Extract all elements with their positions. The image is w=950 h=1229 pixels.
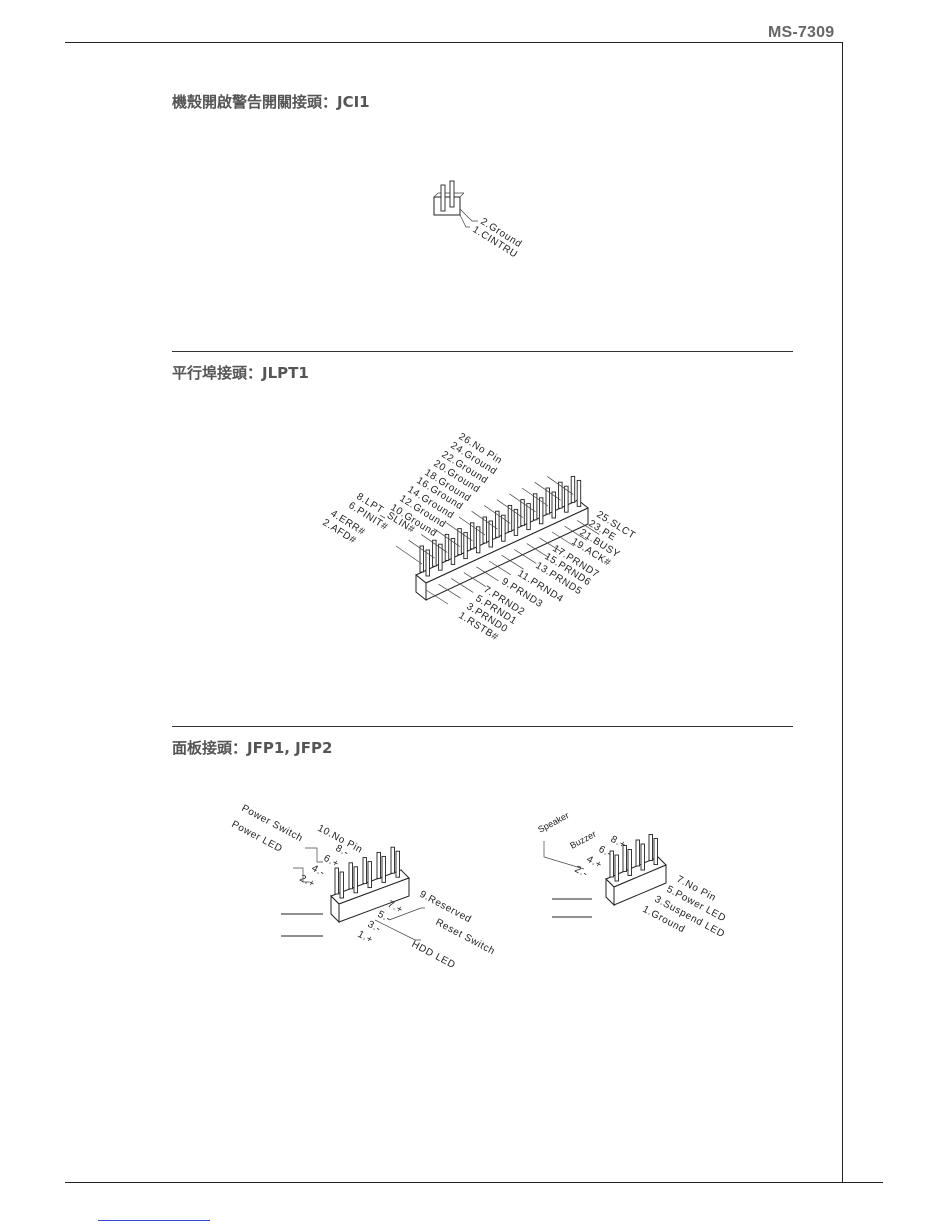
footer-link-underline[interactable] <box>98 1220 210 1221</box>
jlpt1-leader-line <box>521 487 549 507</box>
jlpt1-pin <box>570 475 576 503</box>
jlpt1-pin <box>576 479 582 507</box>
jfp1-pin <box>334 867 339 895</box>
section-divider-2 <box>172 726 793 727</box>
jlpt1-leader-line <box>564 525 587 541</box>
jlpt1-pin <box>532 493 538 521</box>
right-margin-rule <box>842 42 843 1182</box>
jlpt1-leader-line <box>476 566 499 582</box>
jlpt1-pin <box>501 514 506 542</box>
jlpt1-leader-line <box>408 539 435 559</box>
jlpt1-pin <box>419 545 424 573</box>
jlpt1-leader-line <box>484 505 511 524</box>
jlpt1-pin <box>507 504 513 532</box>
jlpt1-leader-line <box>551 531 575 547</box>
jlpt1-pin <box>463 532 468 560</box>
jlpt1-leader-line <box>514 549 537 564</box>
footer-rule <box>65 1182 883 1183</box>
jlpt1-pin <box>545 487 550 515</box>
jlpt1-leader-line <box>534 481 561 501</box>
jlpt1-pin <box>538 497 544 525</box>
jlpt1-leader-line <box>433 528 460 547</box>
jlpt1-diagram: 26.No Pin 24.Ground 22.Ground 20.Ground … <box>320 431 637 643</box>
jlpt1-leader-line <box>496 499 523 518</box>
jlpt1-leader-line <box>421 534 448 553</box>
jfp2-pin <box>648 834 653 861</box>
jfp2-pin <box>635 839 640 867</box>
jlpt1-leader-line <box>577 520 600 535</box>
jfp1-pin <box>390 846 395 874</box>
jlpt1-leader-line <box>509 493 536 513</box>
jlpt1-leader-line <box>501 554 524 570</box>
jlpt1-pin <box>469 522 475 550</box>
jlpt1-leader-line <box>488 560 512 576</box>
jlpt1-leader-line <box>526 543 549 558</box>
jfp1-pin-2-label: 2.+ <box>298 873 317 890</box>
jfp2-pin <box>622 845 627 872</box>
jlpt1-pin <box>558 481 563 509</box>
jfp1-pin <box>362 857 367 885</box>
jlpt1-pin <box>432 539 437 567</box>
jci1-pin-1 <box>440 184 446 212</box>
jfp2-pin <box>627 849 632 876</box>
header-rule <box>65 42 842 43</box>
jlpt1-pin <box>551 491 556 519</box>
jfp2-pin <box>640 843 645 871</box>
jlpt1-pin <box>450 537 456 565</box>
jlpt1-leader-line <box>458 516 486 536</box>
jlpt1-pin <box>526 503 531 531</box>
jlpt1-pin <box>475 526 481 554</box>
jlpt1-leader-line <box>463 572 486 587</box>
section-title-jci1: 機殼開啟警告開關接頭：JCI1 <box>172 93 370 111</box>
jfp1-pin <box>348 862 353 890</box>
jlpt1-pin <box>495 510 500 538</box>
jlpt1-leader-line <box>425 589 449 605</box>
jfp2-pin <box>653 838 658 865</box>
jfp1-diagram: Power Switch Power LED 10.No Pin 8.- 6.+… <box>230 803 497 971</box>
jci1-header-body <box>433 196 461 216</box>
jfp1-pin <box>376 851 381 879</box>
jlpt1-pin <box>444 533 450 561</box>
jfp2-speaker-label: Speaker <box>536 810 570 835</box>
jlpt1-pin <box>457 528 462 556</box>
jci1-diagram: 2.Ground 1.CINTRU <box>433 180 524 261</box>
jfp1-pin <box>339 871 344 899</box>
jfp1-hdd-led-label: HDD LED <box>410 939 458 971</box>
jfp1-pin <box>395 850 400 878</box>
jfp1-pin-4-label: 4.- <box>310 863 327 879</box>
jlpt1-leader-line <box>438 583 461 599</box>
jlpt1-pin <box>425 549 430 577</box>
jfp2-pin <box>609 850 614 878</box>
jci1-pin-2 <box>449 180 455 208</box>
jfp2-pin <box>614 854 619 882</box>
jfp1-pin <box>353 866 358 894</box>
jlpt1-pin <box>564 485 569 513</box>
section-title-jfp: 面板接頭：JFP1, JFP2 <box>172 739 333 757</box>
jlpt1-leader-line <box>451 578 474 593</box>
jlpt1-pin <box>438 543 443 571</box>
jlpt1-leader-line <box>547 476 574 495</box>
jfp1-pin <box>381 855 386 883</box>
jlpt1-pin <box>520 499 525 527</box>
model-number: MS-7309 <box>768 24 835 41</box>
jlpt1-pin <box>513 508 519 536</box>
section-title-jlpt1: 平行埠接頭：JLPT1 <box>172 364 309 382</box>
jfp2-diagram: Speaker Buzzer 8.+ 6.- 4.+ 2.- 7.No Pin … <box>536 810 727 940</box>
jlpt1-leader-line <box>395 545 423 565</box>
jlpt1-leader-line <box>446 522 473 542</box>
jlpt1-pin <box>482 516 487 544</box>
jlpt1-pin <box>488 520 493 548</box>
jfp1-pin <box>367 861 372 889</box>
jlpt1-leader-line <box>471 510 498 530</box>
section-divider-1 <box>172 351 793 352</box>
jlpt1-leader-line <box>539 537 562 553</box>
jfp2-buzzer-label: Buzzer <box>568 829 597 851</box>
